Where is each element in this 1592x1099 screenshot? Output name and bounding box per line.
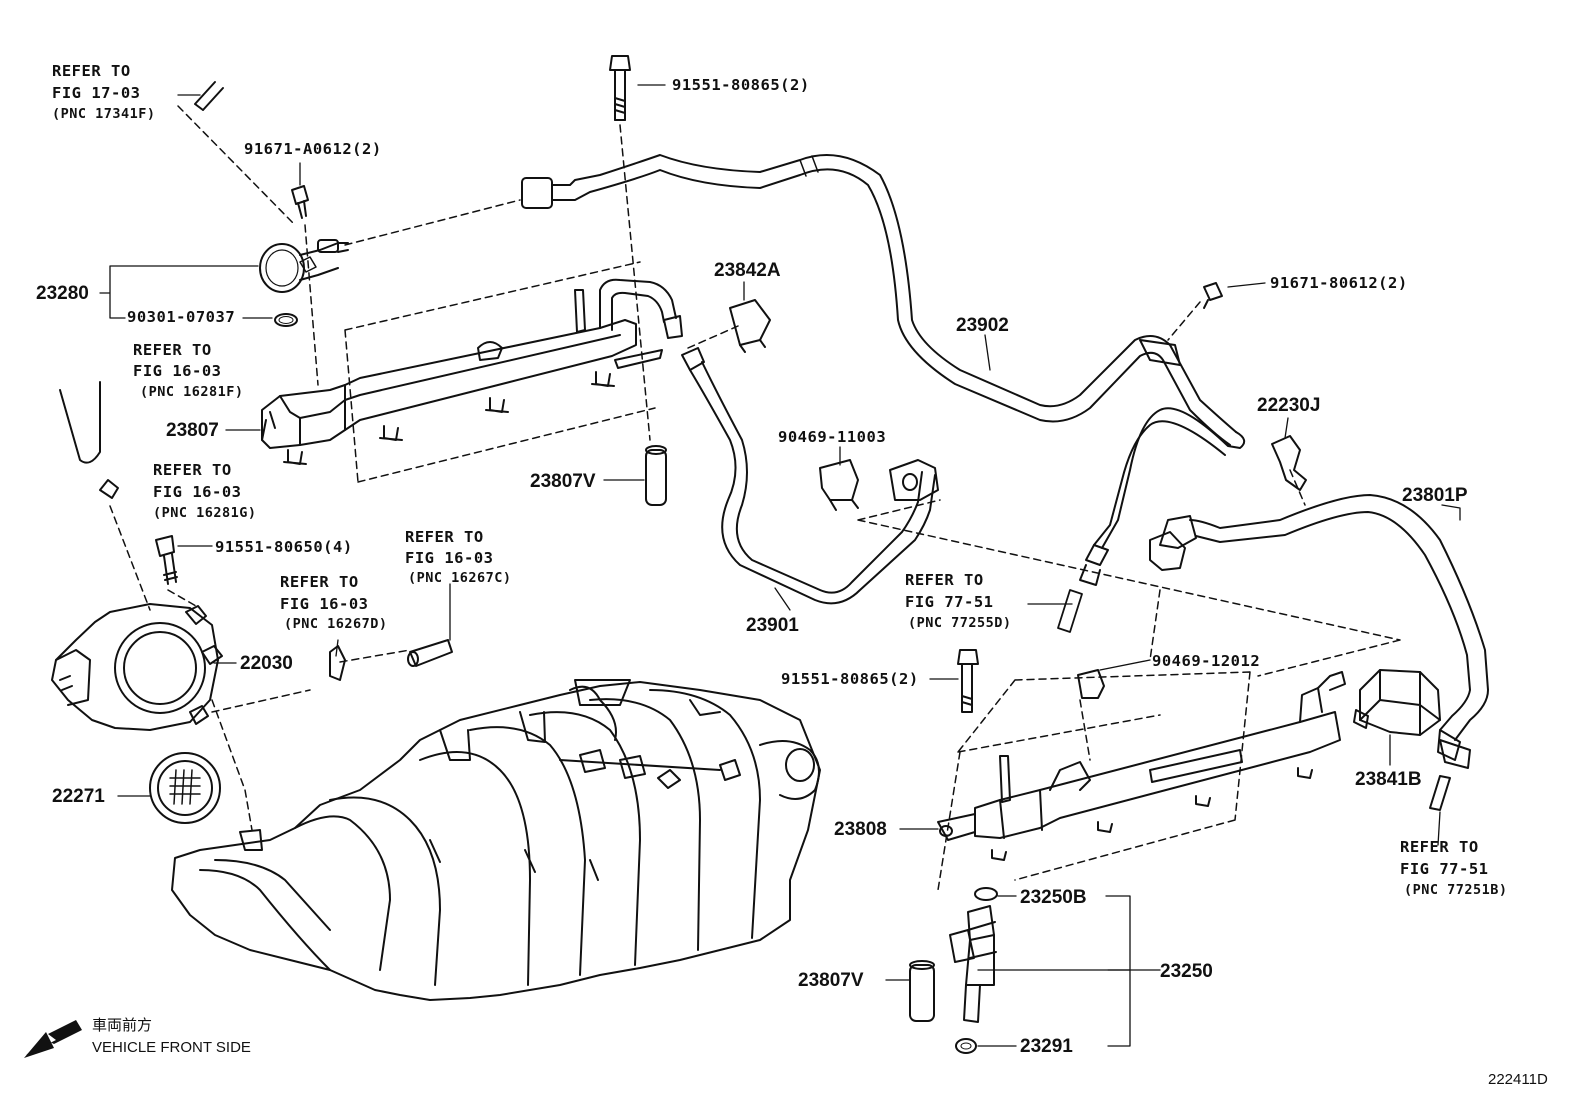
front-note-jp: 車両前方 <box>92 1017 153 1034</box>
part-22271[interactable]: 22271 <box>52 786 105 807</box>
fuel-rail-23807 <box>261 278 683 465</box>
fitting-22230j <box>1271 435 1307 491</box>
ref-16267d-line3: (PNC 16267D) <box>284 616 388 632</box>
fuel-damper-23807v-top <box>645 445 667 506</box>
fuel-hose-23901 <box>681 347 936 605</box>
clip-90469-12012 <box>1077 669 1105 699</box>
ref-17-03-line1: REFER TO <box>52 62 131 80</box>
part-23842a[interactable]: 23842A <box>714 260 781 281</box>
clip-90469-11003 <box>819 459 939 511</box>
part-22030[interactable]: 22030 <box>240 653 293 674</box>
ref-77251b-line3: (PNC 77251B) <box>1404 882 1508 898</box>
ref-77251b-line2: FIG 77-51 <box>1400 860 1489 878</box>
o-ring-90301-07037 <box>274 313 298 327</box>
part-91551-80865-top[interactable]: 91551-80865(2) <box>672 76 810 94</box>
ref-16267c-line3: (PNC 16267C) <box>408 570 512 586</box>
o-ring-23250b <box>974 887 998 901</box>
bolt-91671-a0612 <box>291 185 309 219</box>
part-23801p[interactable]: 23801P <box>1402 485 1468 506</box>
front-arrow-icon <box>24 1020 82 1058</box>
ref-77255d-line3: (PNC 77255D) <box>908 615 1012 631</box>
ref-16267d-line1: REFER TO <box>280 573 359 591</box>
fuel-tube-23902 <box>521 154 1246 586</box>
ref-16281g-line3: (PNC 16281G) <box>153 505 257 521</box>
fuel-tube-23801p <box>1149 494 1489 769</box>
part-91551-80865-mid[interactable]: 91551-80865(2) <box>781 670 919 688</box>
regulator-23841b <box>1353 669 1441 736</box>
pulsation-damper-23280 <box>259 239 349 293</box>
part-23280[interactable]: 23280 <box>36 283 89 304</box>
fuel-injector-23250 <box>949 905 997 1023</box>
seal-23291 <box>955 1038 977 1054</box>
front-note-en: VEHICLE FRONT SIDE <box>92 1039 251 1056</box>
ref-17-03-line3: (PNC 17341F) <box>52 106 156 122</box>
ref-17-03-line2: FIG 17-03 <box>52 84 141 102</box>
part-91671-80612[interactable]: 91671-80612(2) <box>1270 274 1408 292</box>
bolt-91551-80865-mid <box>957 649 979 713</box>
ref-16281f-line1: REFER TO <box>133 341 212 359</box>
ref-77255d-line1: REFER TO <box>905 571 984 589</box>
ref-77251b-line1: REFER TO <box>1400 838 1479 856</box>
ref-16267c-line2: FIG 16-03 <box>405 549 494 567</box>
ref-77255d-line2: FIG 77-51 <box>905 593 994 611</box>
part-23250[interactable]: 23250 <box>1160 961 1213 982</box>
part-23901[interactable]: 23901 <box>746 615 799 636</box>
diagram-id: 222411D <box>1488 1071 1548 1088</box>
part-23807v-bottom[interactable]: 23807V <box>798 970 864 991</box>
part-91551-80650[interactable]: 91551-80650(4) <box>215 538 353 556</box>
ref-16281g-line1: REFER TO <box>153 461 232 479</box>
fuel-rail-23808 <box>937 671 1346 861</box>
connector-23842a <box>729 299 771 353</box>
part-90469-11003[interactable]: 90469-11003 <box>778 428 887 446</box>
part-23808[interactable]: 23808 <box>834 819 887 840</box>
bolt-91551-80865-top <box>609 55 631 121</box>
ref-16281f-line2: FIG 16-03 <box>133 362 222 380</box>
part-23291[interactable]: 23291 <box>1020 1036 1073 1057</box>
part-90301-07037[interactable]: 90301-07037 <box>127 308 236 326</box>
fuel-damper-23807v-bottom <box>909 960 935 1022</box>
part-23807v-top[interactable]: 23807V <box>530 471 596 492</box>
ref-16281g-line2: FIG 16-03 <box>153 483 242 501</box>
ref-16267c-line1: REFER TO <box>405 528 484 546</box>
gasket-22271 <box>149 752 221 824</box>
throttle-body-22030 <box>51 603 223 731</box>
part-90469-12012[interactable]: 90469-12012 <box>1152 652 1261 670</box>
intake-manifold <box>171 679 821 1001</box>
part-23250b[interactable]: 23250B <box>1020 887 1087 908</box>
ref-16267d-line2: FIG 16-03 <box>280 595 369 613</box>
part-91671-a0612[interactable]: 91671-A0612(2) <box>244 140 382 158</box>
part-22230j[interactable]: 22230J <box>1257 395 1321 416</box>
part-23841b[interactable]: 23841B <box>1355 769 1422 790</box>
ref-16281f-line3: (PNC 16281F) <box>140 384 244 400</box>
bolt-91671-80612 <box>1203 282 1223 309</box>
part-23807[interactable]: 23807 <box>166 420 219 441</box>
part-23902[interactable]: 23902 <box>956 315 1009 336</box>
bolt-91551-80650 <box>155 535 178 585</box>
